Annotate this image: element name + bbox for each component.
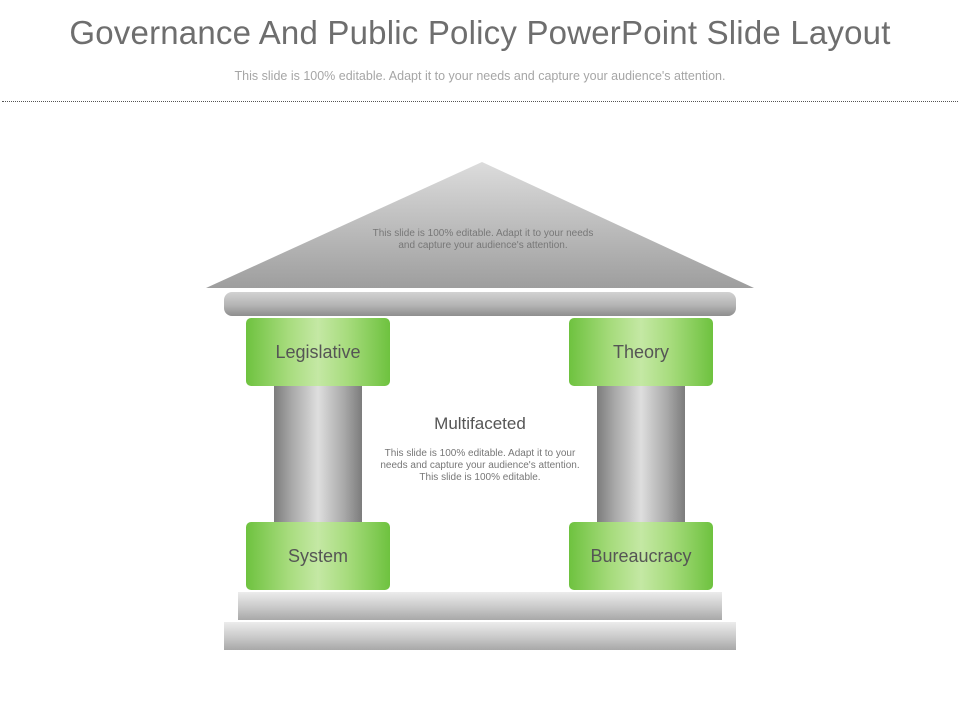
center-heading: Multifaceted	[434, 414, 526, 433]
bureaucracy-label: Bureaucracy	[590, 545, 692, 566]
system-base[interactable]: System	[246, 522, 390, 590]
slide-subtitle: This slide is 100% editable. Adapt it to…	[234, 69, 726, 83]
center-description: This slide is 100% editable. Adapt it to…	[380, 448, 580, 483]
roof-description: This slide is 100% editable. Adapt it to…	[372, 228, 594, 251]
roof-triangle	[206, 162, 754, 288]
system-label: System	[287, 545, 348, 566]
upper-step	[238, 592, 722, 620]
legislative-label: Legislative	[275, 341, 361, 362]
right-column-shaft	[597, 384, 685, 524]
left-column-shaft	[274, 384, 362, 524]
theory-label: Theory	[612, 341, 670, 362]
slide-title: Governance And Public Policy PowerPoint …	[69, 14, 891, 51]
bureaucracy-base[interactable]: Bureaucracy	[569, 522, 713, 590]
title-divider	[2, 101, 958, 102]
roof-pediment	[206, 162, 754, 289]
theory-capital[interactable]: Theory	[569, 318, 713, 386]
lower-step	[224, 622, 736, 650]
legislative-capital[interactable]: Legislative	[246, 318, 390, 386]
entablature-beam	[224, 292, 736, 316]
